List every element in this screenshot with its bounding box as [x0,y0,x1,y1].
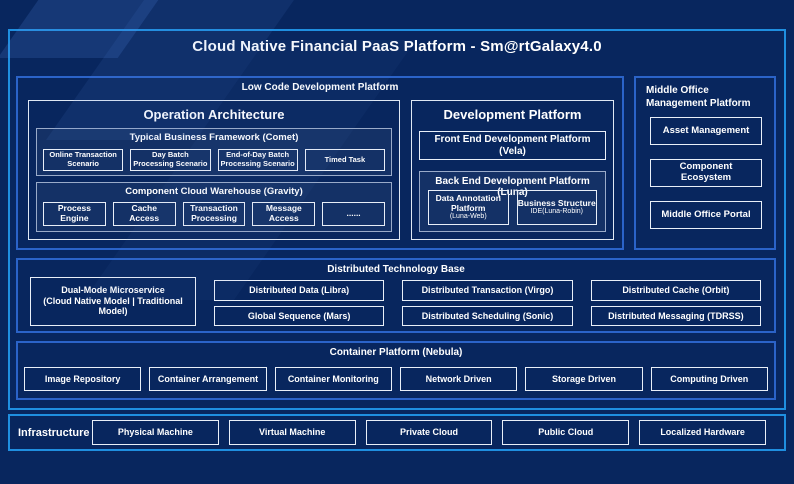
block-physical-machine: Physical Machine [92,420,219,445]
distributed-column: Distributed Transaction (Virgo) Distribu… [402,276,573,326]
block-end-of-day-batch-processing-scenario: End-of-Day Batch Processing Scenario [217,149,298,171]
block-virtual-machine: Virtual Machine [228,420,356,445]
block-day-batch-processing-scenario: Day Batch Processing Scenario [130,149,211,171]
block-image-repository: Image Repository [24,367,142,391]
dual-mode-line2: (Cloud Native Model | Traditional Model) [43,295,183,317]
block-middle-office-portal: Middle Office Portal [650,201,762,229]
section-middle-office-management-platform: Middle Office Management Platform Asset … [634,76,776,250]
panel-development-platform: Development Platform Front End Developme… [411,100,614,240]
distributed-technology-base-title: Distributed Technology Base [327,264,465,275]
block-distributed-cache: Distributed Cache (Orbit) [590,280,761,301]
block-storage-driven: Storage Driven [525,367,643,391]
component-cloud-warehouse-title: Component Cloud Warehouse (Gravity) [125,186,303,197]
block-asset-management: Asset Management [650,117,762,145]
development-platform-title: Development Platform [443,107,582,122]
block-global-sequence: Global Sequence (Mars) [214,305,385,326]
block-business-structure-ide: Business Structure IDE(Luna-Robin) [516,190,597,225]
block-message-access: Message Access [252,202,316,226]
block-computing-driven: Computing Driven [650,367,768,391]
block-front-end-development-platform: Front End Development Platform (Vela) [419,131,606,160]
block-private-cloud: Private Cloud [365,420,493,445]
block-network-driven: Network Driven [399,367,518,391]
panel-back-end-development-platform: Back End Development Platform (Luna) Dat… [419,171,606,232]
block-localized-hardware: Localized Hardware [639,420,766,445]
block-online-transaction-scenario: Online Transaction Scenario [43,149,124,171]
component-cloud-warehouse-items: Process Engine Cache Access Transaction … [43,202,385,226]
block-timed-task: Timed Task [304,149,385,171]
distributed-column: Distributed Data (Libra) Global Sequence… [214,276,385,326]
data-annotation-platform-sub: (Luna-Web) [449,213,487,221]
block-container-monitoring: Container Monitoring [274,367,392,391]
block-ellipsis: ...... [322,202,385,226]
business-structure-sub: IDE(Luna-Robin) [530,208,583,216]
operation-architecture-title: Operation Architecture [143,107,285,122]
block-distributed-data: Distributed Data (Libra) [214,280,385,301]
middle-office-title: Middle Office Management Platform [646,85,751,109]
block-component-ecosystem: Component Ecosystem [650,159,762,187]
block-distributed-scheduling: Distributed Scheduling (Sonic) [402,305,573,326]
typical-business-framework-title: Typical Business Framework (Comet) [129,132,299,143]
section-infrastructure: Infrastructure Physical Machine Virtual … [8,414,786,451]
container-platform-items: Image Repository Container Arrangement C… [24,367,768,391]
distributed-column: Distributed Cache (Orbit) Distributed Me… [590,276,761,326]
infrastructure-items: Physical Machine Virtual Machine Private… [92,420,766,445]
block-public-cloud: Public Cloud [502,420,630,445]
panel-operation-architecture: Operation Architecture Typical Business … [28,100,400,240]
block-cache-access: Cache Access [112,202,176,226]
block-data-annotation-platform: Data Annotation Platform (Luna-Web) [428,190,509,225]
low-code-platform-title: Low Code Development Platform [241,82,399,93]
infrastructure-label: Infrastructure [18,426,90,439]
block-distributed-messaging: Distributed Messaging (TDRSS) [590,305,761,326]
block-container-arrangement: Container Arrangement [149,367,267,391]
distributed-items: Dual-Mode Microservice (Cloud Native Mod… [30,276,761,326]
section-low-code-development-platform: Low Code Development Platform Operation … [16,76,624,250]
page-title: Cloud Native Financial PaaS Platform - S… [192,38,602,55]
typical-business-framework-items: Online Transaction Scenario Day Batch Pr… [43,149,385,171]
business-structure-name: Business Structure [517,198,596,209]
dual-mode-line1: Dual-Mode Microservice [61,285,165,296]
panel-typical-business-framework: Typical Business Framework (Comet) Onlin… [36,128,392,176]
section-container-platform: Container Platform (Nebula) Image Reposi… [16,341,776,400]
panel-component-cloud-warehouse: Component Cloud Warehouse (Gravity) Proc… [36,182,392,232]
back-end-development-platform-title: Back End Development Platform (Luna) [435,176,590,198]
container-platform-title: Container Platform (Nebula) [329,347,463,358]
main-frame: Cloud Native Financial PaaS Platform - S… [8,29,786,410]
block-transaction-processing: Transaction Processing [182,202,246,226]
block-distributed-transaction: Distributed Transaction (Virgo) [402,280,573,301]
data-annotation-platform-name: Data Annotation Platform [435,193,501,214]
back-end-items: Data Annotation Platform (Luna-Web) Busi… [428,190,597,225]
block-process-engine: Process Engine [43,202,106,226]
block-dual-mode-microservice: Dual-Mode Microservice (Cloud Native Mod… [30,276,196,326]
section-distributed-technology-base: Distributed Technology Base Dual-Mode Mi… [16,258,776,333]
